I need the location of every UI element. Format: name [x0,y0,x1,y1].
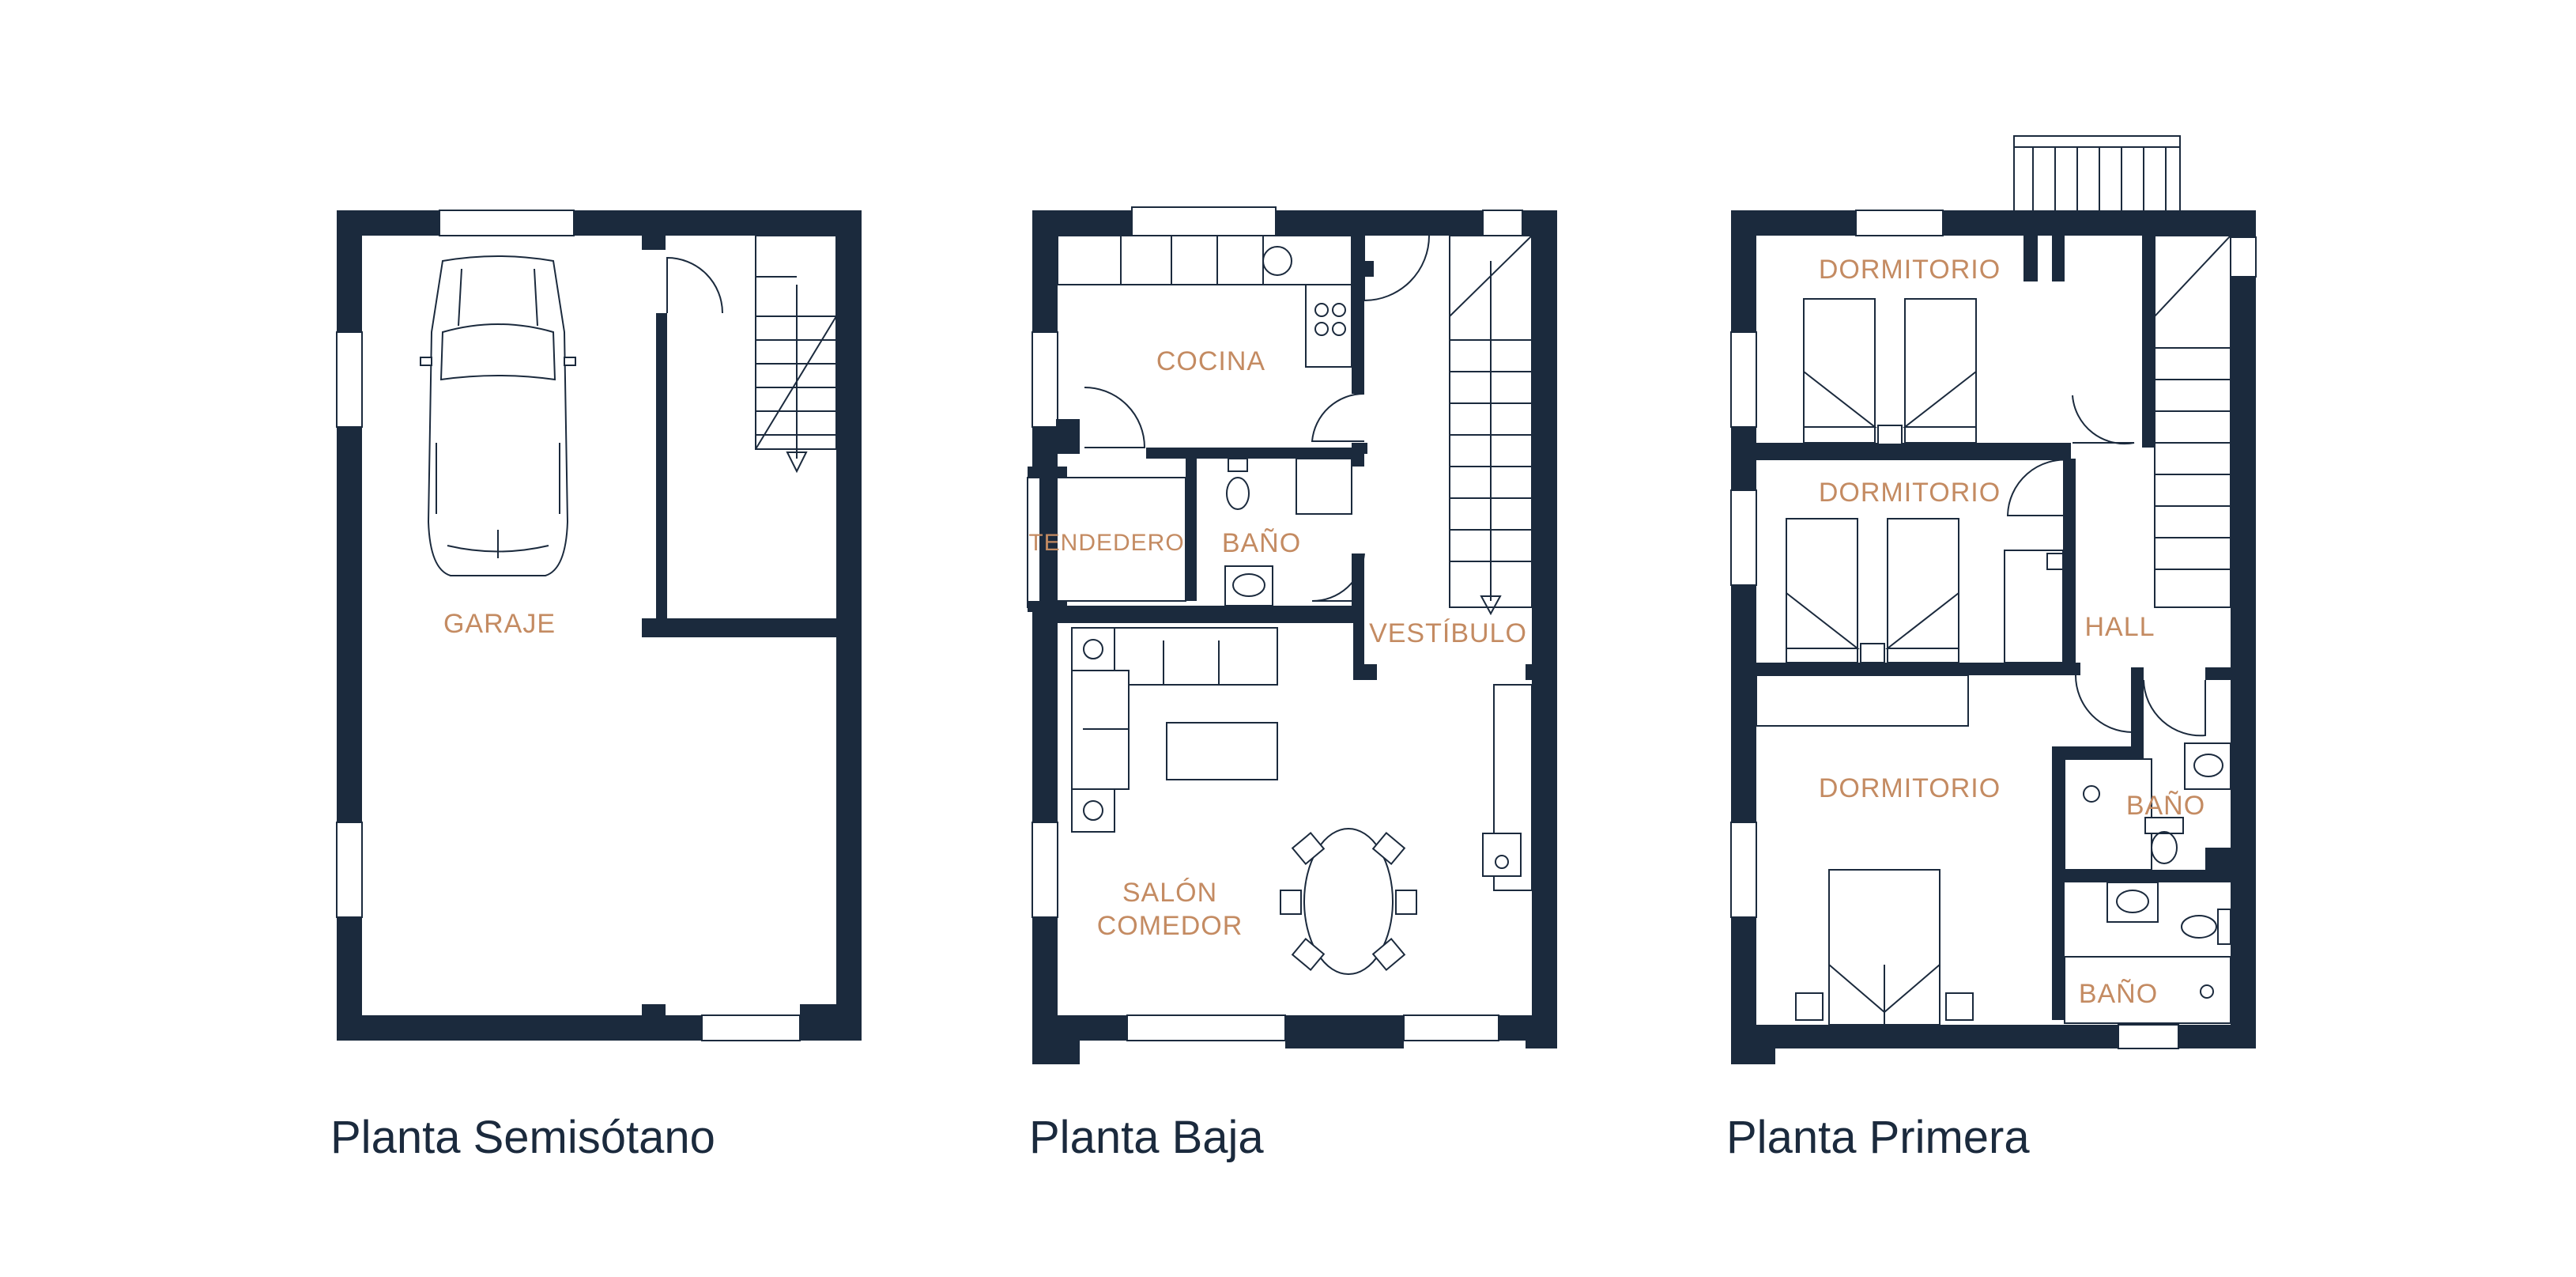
door [1311,392,1365,442]
room-label-dormitorio-1: DORMITORIO [1819,255,2001,285]
plan-title-baja: Planta Baja [1029,1112,1264,1163]
room-label-dormitorio-2: DORMITORIO [1819,478,2001,508]
door [1311,553,1365,603]
room-label-bano: BAÑO [1222,528,1301,558]
living-furniture [1071,627,1533,891]
bed-icon [1803,298,1977,445]
window [2230,236,2257,278]
staircase [1449,235,1533,616]
window [1032,822,1058,918]
room-label-bano-2: BAÑO [2079,979,2158,1009]
plan-baja: COCINA TENDEDERO BAÑO VESTÍBULO SALÓN CO… [1027,206,1557,1163]
room-label-hall: HALL [2084,612,2155,642]
plan-title-primera: Planta Primera [1726,1112,2030,1163]
bathroom-fixtures [1224,458,1352,606]
room-label-dormitorio-3: DORMITORIO [1819,773,2001,803]
window [701,1014,801,1041]
door [2072,395,2135,445]
window [1855,210,1944,236]
room-label-cocina: COCINA [1156,346,1265,376]
bathroom-fixtures [2064,882,2231,1024]
door [1084,387,1146,448]
window [1730,822,1757,918]
kitchen-counter [1057,235,1352,368]
staircase [2154,235,2231,608]
door [2143,679,2206,737]
door [2075,674,2133,734]
window [1730,331,1757,428]
plan-title-semisotano: Planta Semisótano [330,1112,715,1163]
balcony [2013,135,2181,213]
window [336,331,363,428]
plan-primera: DORMITORIO DORMITORIO HALL DORMITORIO BA… [1726,135,2257,1163]
window [1126,1014,1286,1041]
door [1363,235,1430,302]
door [666,256,723,314]
room-label-bano-1: BAÑO [2126,791,2205,821]
door [2006,459,2072,516]
room-label-salon: SALÓN [1122,878,1217,908]
room-label-tendedero: TENDEDERO [1028,530,1184,556]
window [1482,210,1523,236]
window [1403,1014,1499,1041]
window [439,210,575,236]
window [2118,1024,2179,1049]
room-label-vestibulo: VESTÍBULO [1369,618,1527,648]
plan-semisotano: GARAJE Planta Semisótano [330,210,862,1163]
staircase [755,235,837,474]
window [1131,206,1277,236]
room-label-comedor: COMEDOR [1097,911,1243,941]
window [1032,331,1058,428]
window [1730,489,1757,586]
room-label-garaje: GARAJE [443,609,556,639]
car-icon [420,255,576,576]
dining-table [1280,828,1417,975]
bathroom-fixtures [2064,742,2231,871]
window [336,822,363,918]
bed-icon [1756,674,1974,1026]
bed-icon [1786,518,2064,663]
